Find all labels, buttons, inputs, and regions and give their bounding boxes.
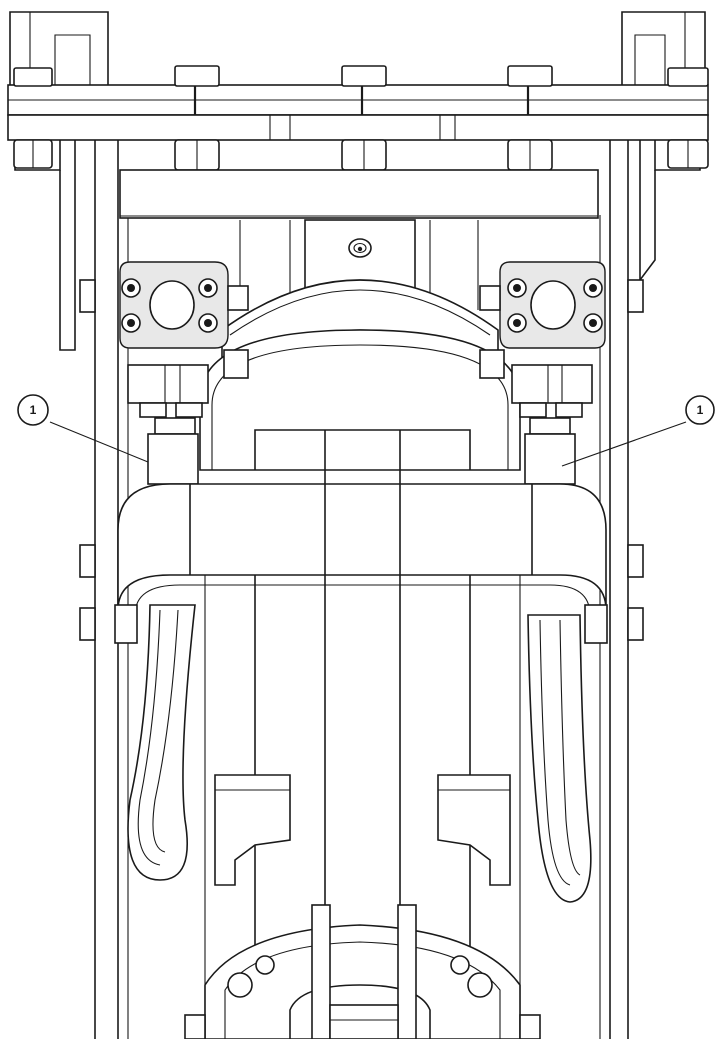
bottom-tool-holder (184, 904, 541, 1039)
right-hose-fitting (511, 364, 593, 485)
upper-housing (119, 169, 599, 310)
right-hydraulic-hose (527, 614, 592, 903)
bolt-top-3 (341, 65, 387, 171)
callout-left-label: 1 (30, 403, 37, 417)
callout-left: 1 (17, 394, 149, 463)
front-cross-band (114, 483, 608, 644)
left-wear-guide (214, 774, 291, 886)
bolt-top-5 (667, 67, 709, 169)
callout-right-label: 1 (697, 403, 704, 417)
right-hose-clamp (479, 261, 606, 379)
right-wear-guide (437, 774, 511, 886)
left-hose-clamp (119, 261, 249, 379)
left-hose-fitting (127, 364, 209, 485)
grease-nipple-icon (348, 238, 372, 258)
bolt-top-4 (507, 65, 553, 171)
left-hydraulic-hose (127, 604, 196, 881)
top-plate-bolts (13, 65, 709, 171)
bolt-top-1 (13, 67, 53, 169)
bolt-top-2 (174, 65, 220, 171)
callout-right: 1 (561, 395, 715, 467)
